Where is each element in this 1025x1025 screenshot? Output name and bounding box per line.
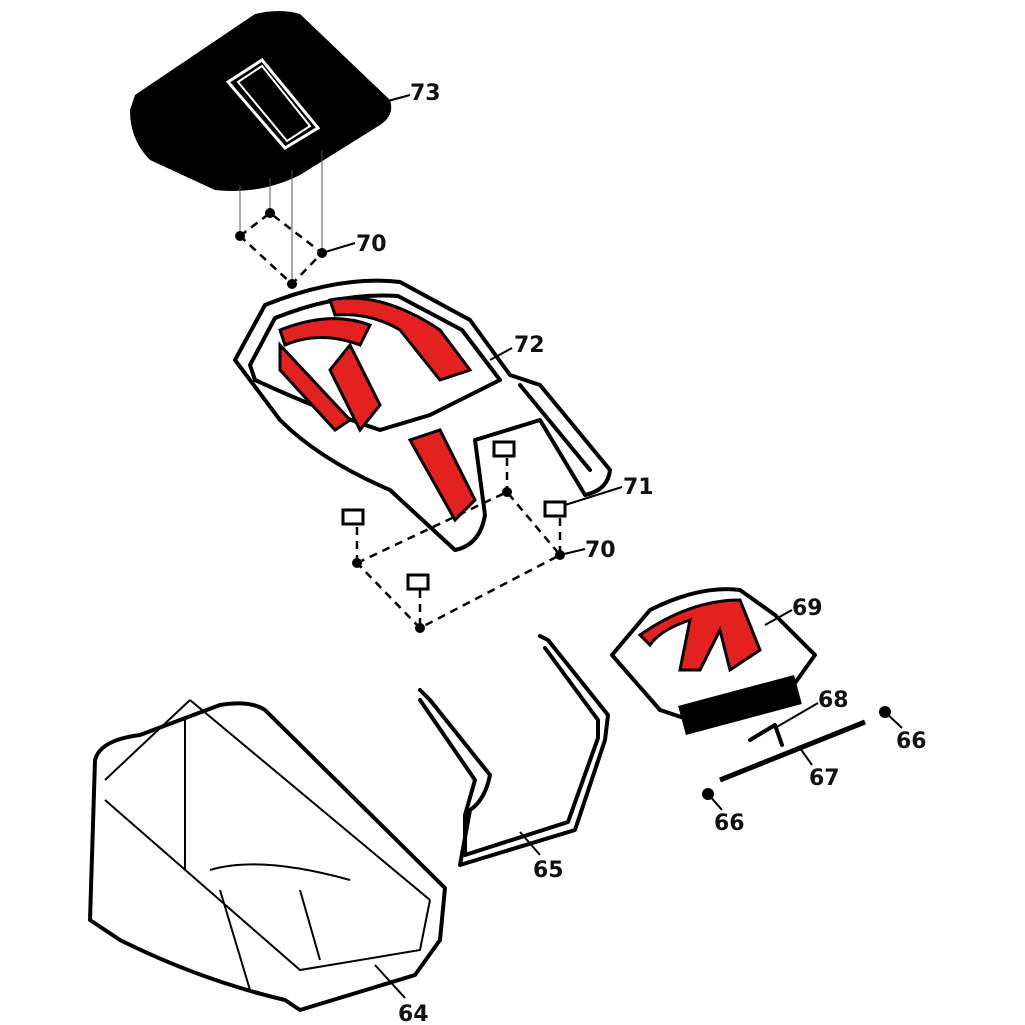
part-72-hood [233, 278, 612, 552]
label-72: 72 [514, 333, 545, 358]
part-71-clips [341, 440, 567, 591]
label-70-top: 70 [356, 232, 387, 257]
part-67-rod [719, 719, 866, 783]
part-70-fasteners-top [235, 208, 327, 289]
label-70-bottom: 70 [585, 538, 616, 563]
part-73-cover [130, 11, 392, 282]
part-70-fasteners-bottom [352, 458, 565, 633]
part-labels: 73 70 72 71 70 69 68 66 67 66 65 64 [356, 81, 927, 1025]
label-66-left: 66 [714, 811, 745, 836]
label-68: 68 [818, 688, 849, 713]
leader-lines [321, 94, 903, 999]
label-65: 65 [533, 858, 564, 883]
label-66-right: 66 [896, 729, 927, 754]
label-67: 67 [809, 766, 840, 791]
label-73: 73 [410, 81, 441, 106]
label-71: 71 [623, 475, 654, 500]
part-68-latch [748, 723, 784, 747]
part-69-flap [610, 587, 817, 736]
part-65-frame [418, 634, 610, 867]
part-64-bag [88, 699, 447, 1012]
label-64: 64 [398, 1002, 429, 1025]
label-69: 69 [792, 596, 823, 621]
